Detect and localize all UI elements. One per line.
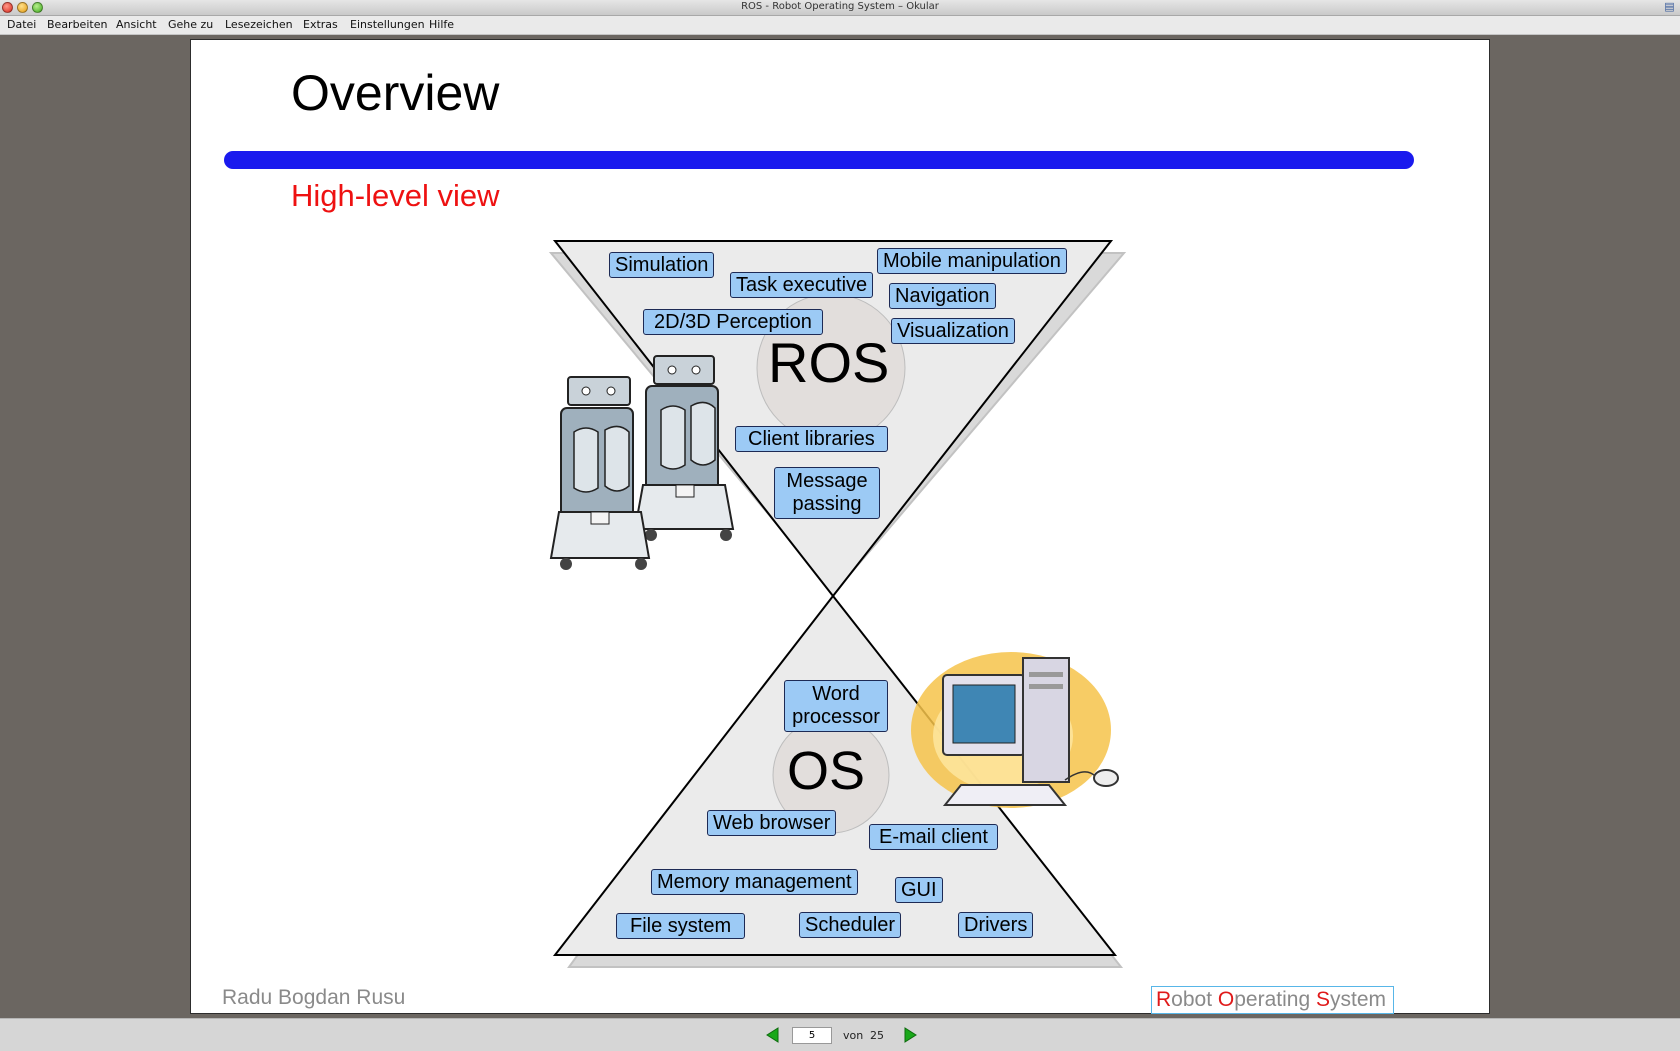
window-titlebar: ROS - Robot Operating System – Okular ▤: [0, 0, 1680, 16]
label-gui: GUI: [895, 877, 943, 903]
os-heading: OS: [787, 741, 866, 801]
next-page-arrow-icon[interactable]: [902, 1027, 918, 1043]
close-window-button[interactable]: [2, 2, 13, 13]
previous-page-arrow-icon[interactable]: [765, 1027, 781, 1043]
brand-letter-r: R: [1156, 988, 1172, 1011]
slide-title: Overview: [291, 65, 500, 121]
label-file-system: File system: [616, 913, 746, 939]
footer-brand: Robot Operating System: [1151, 986, 1394, 1014]
window-menu-icon[interactable]: ▤: [1664, 0, 1675, 13]
window-title: ROS - Robot Operating System – Okular: [741, 1, 939, 12]
slide-subtitle: High-level view: [291, 178, 500, 213]
label-visualization: Visualization: [891, 318, 1015, 344]
document-page[interactable]: Overview High-level view: [190, 39, 1490, 1014]
page-number-input[interactable]: [792, 1027, 832, 1044]
total-pages: 25: [870, 1029, 884, 1042]
brand-letter-s: S: [1315, 988, 1330, 1011]
brand-text-obot: obot: [1171, 988, 1218, 1011]
menu-lesezeichen[interactable]: Lesezeichen: [225, 18, 293, 31]
label-web-browser: Web browser: [707, 810, 837, 836]
label-email-client: E-mail client: [869, 824, 998, 850]
brand-text-perating: perating: [1234, 988, 1316, 1011]
menu-bar: Datei Bearbeiten Ansicht Gehe zu Lesezei…: [0, 16, 1680, 35]
label-mobile-manipulation: Mobile manipulation: [877, 248, 1067, 274]
menu-bearbeiten[interactable]: Bearbeiten: [47, 18, 108, 31]
ros-heading: ROS: [768, 331, 890, 394]
label-navigation: Navigation: [889, 283, 996, 309]
label-drivers: Drivers: [958, 912, 1034, 938]
label-word-processor: Word processor: [784, 680, 888, 732]
label-scheduler: Scheduler: [799, 912, 902, 938]
maximize-window-button[interactable]: [32, 2, 43, 13]
footer-author: Radu Bogdan Rusu: [222, 986, 406, 1009]
menu-gehe-zu[interactable]: Gehe zu: [168, 18, 214, 31]
label-task-executive: Task executive: [730, 272, 874, 298]
label-simulation: Simulation: [609, 252, 715, 278]
menu-datei[interactable]: Datei: [7, 18, 37, 31]
page-of-label: von: [843, 1029, 864, 1042]
computer-icon: [911, 652, 1119, 808]
menu-extras[interactable]: Extras: [303, 18, 338, 31]
label-client-libraries: Client libraries: [735, 426, 888, 452]
robots-icon: [549, 355, 735, 570]
title-underline-bar: [224, 151, 1414, 169]
menu-hilfe[interactable]: Hilfe: [429, 18, 455, 31]
label-message-passing: Message passing: [774, 467, 880, 519]
brand-text-ystem: ystem: [1329, 988, 1386, 1011]
label-memory-management: Memory management: [651, 869, 858, 895]
page-navigation-bar: von 25: [0, 1018, 1680, 1051]
brand-letter-o: O: [1217, 988, 1235, 1011]
menu-einstellungen[interactable]: Einstellungen: [350, 18, 425, 31]
menu-ansicht[interactable]: Ansicht: [116, 18, 157, 31]
minimize-window-button[interactable]: [17, 2, 28, 13]
label-perception: 2D/3D Perception: [643, 309, 823, 335]
